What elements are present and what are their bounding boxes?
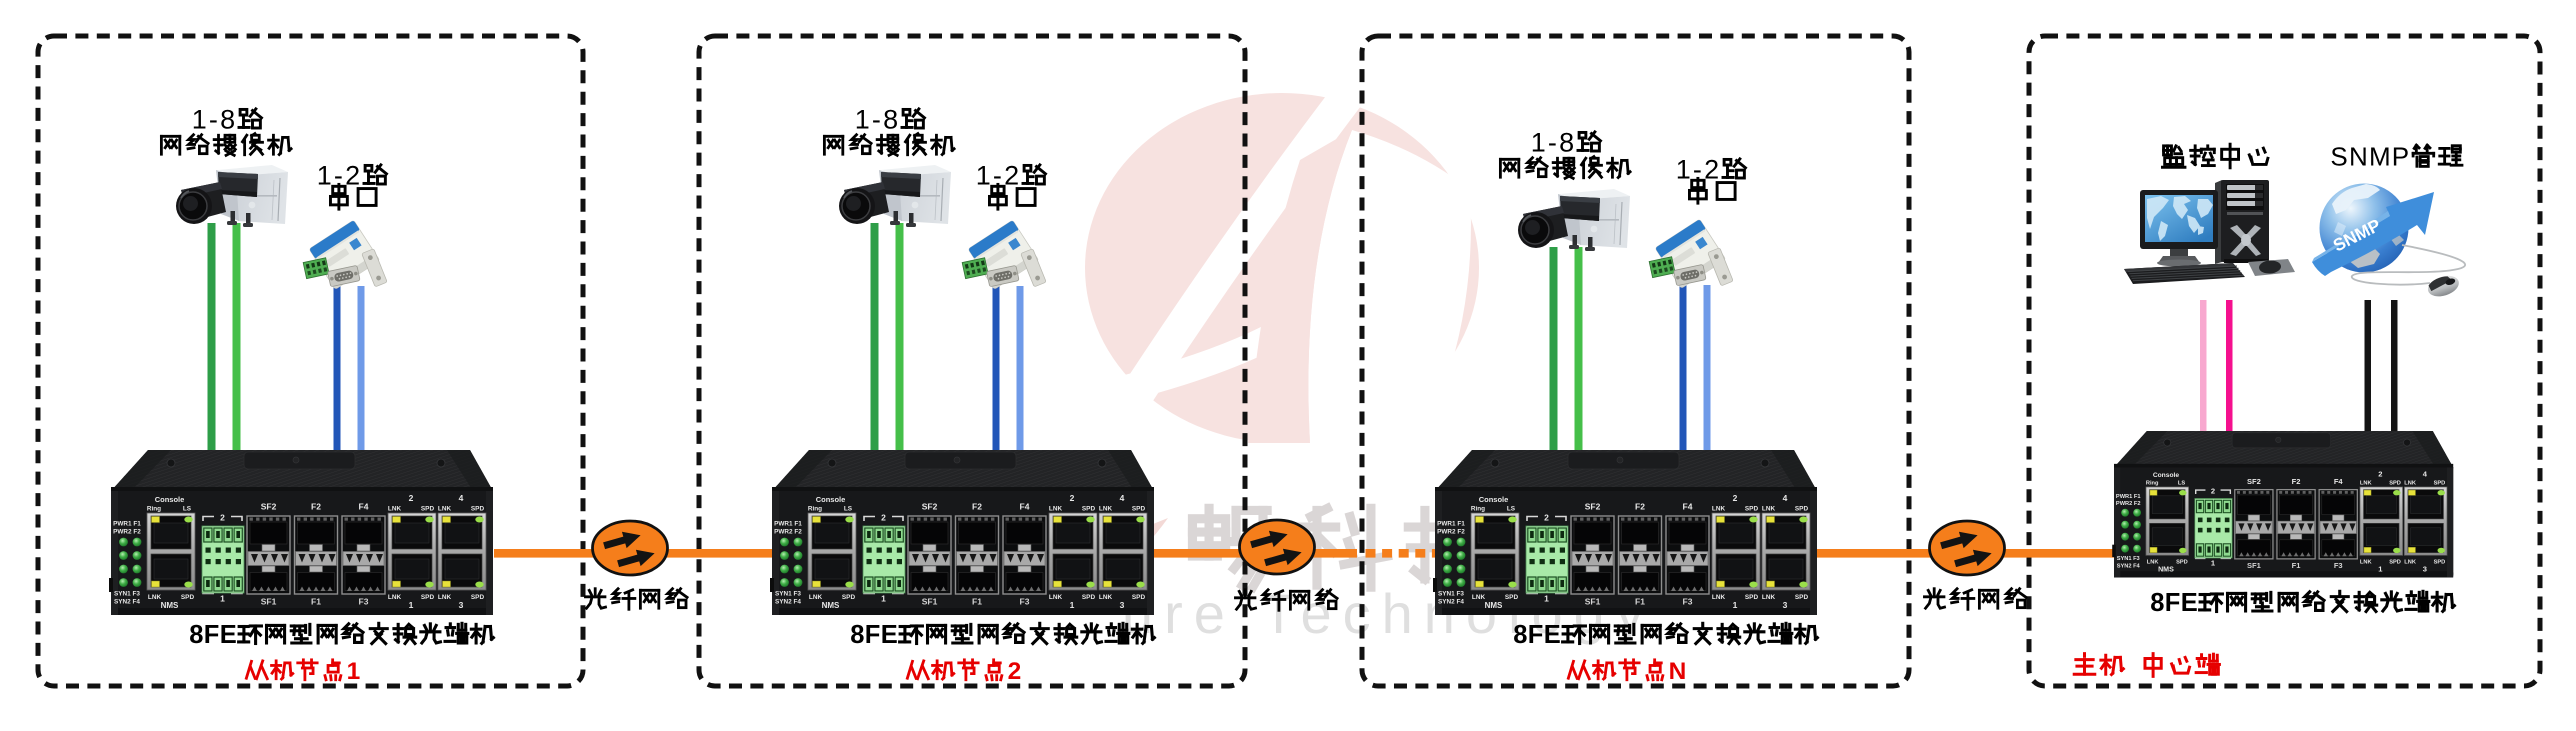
svg-text:1: 1 bbox=[192, 105, 207, 135]
svg-text:2: 2 bbox=[1004, 161, 1019, 191]
svg-text:8: 8 bbox=[2150, 589, 2164, 617]
svg-text:-: - bbox=[334, 161, 343, 191]
svg-text:1: 1 bbox=[855, 105, 870, 135]
svg-text:-: - bbox=[1693, 155, 1702, 185]
svg-text:8: 8 bbox=[189, 621, 203, 649]
svg-text:E: E bbox=[2181, 589, 2198, 617]
svg-text:1: 1 bbox=[976, 161, 991, 191]
svg-text:-: - bbox=[993, 161, 1002, 191]
svg-text:F: F bbox=[1528, 621, 1544, 649]
svg-text:8: 8 bbox=[850, 621, 864, 649]
svg-text:2: 2 bbox=[1704, 155, 1719, 185]
svg-text:P: P bbox=[2392, 141, 2409, 171]
svg-text:N: N bbox=[1669, 658, 1687, 685]
svg-text:E: E bbox=[220, 621, 237, 649]
svg-text:E: E bbox=[1544, 621, 1561, 649]
svg-text:8: 8 bbox=[1559, 128, 1574, 158]
svg-text:S: S bbox=[2330, 141, 2347, 171]
svg-text:8: 8 bbox=[883, 105, 898, 135]
svg-text:M: M bbox=[2369, 141, 2391, 171]
svg-text:-: - bbox=[1548, 128, 1557, 158]
svg-text:8: 8 bbox=[1513, 621, 1527, 649]
svg-text:E: E bbox=[881, 621, 898, 649]
svg-text:-: - bbox=[209, 105, 218, 135]
svg-text:2: 2 bbox=[345, 161, 360, 191]
svg-text:2: 2 bbox=[1008, 658, 1022, 685]
svg-text:1: 1 bbox=[347, 658, 361, 685]
svg-text:F: F bbox=[865, 621, 881, 649]
svg-text:F: F bbox=[204, 621, 220, 649]
svg-text:1: 1 bbox=[1676, 155, 1691, 185]
svg-text:8: 8 bbox=[220, 105, 235, 135]
svg-text:-: - bbox=[872, 105, 881, 135]
svg-text:1: 1 bbox=[1531, 128, 1546, 158]
svg-text:N: N bbox=[2349, 141, 2368, 171]
svg-text:F: F bbox=[2165, 589, 2181, 617]
svg-text:1: 1 bbox=[317, 161, 332, 191]
